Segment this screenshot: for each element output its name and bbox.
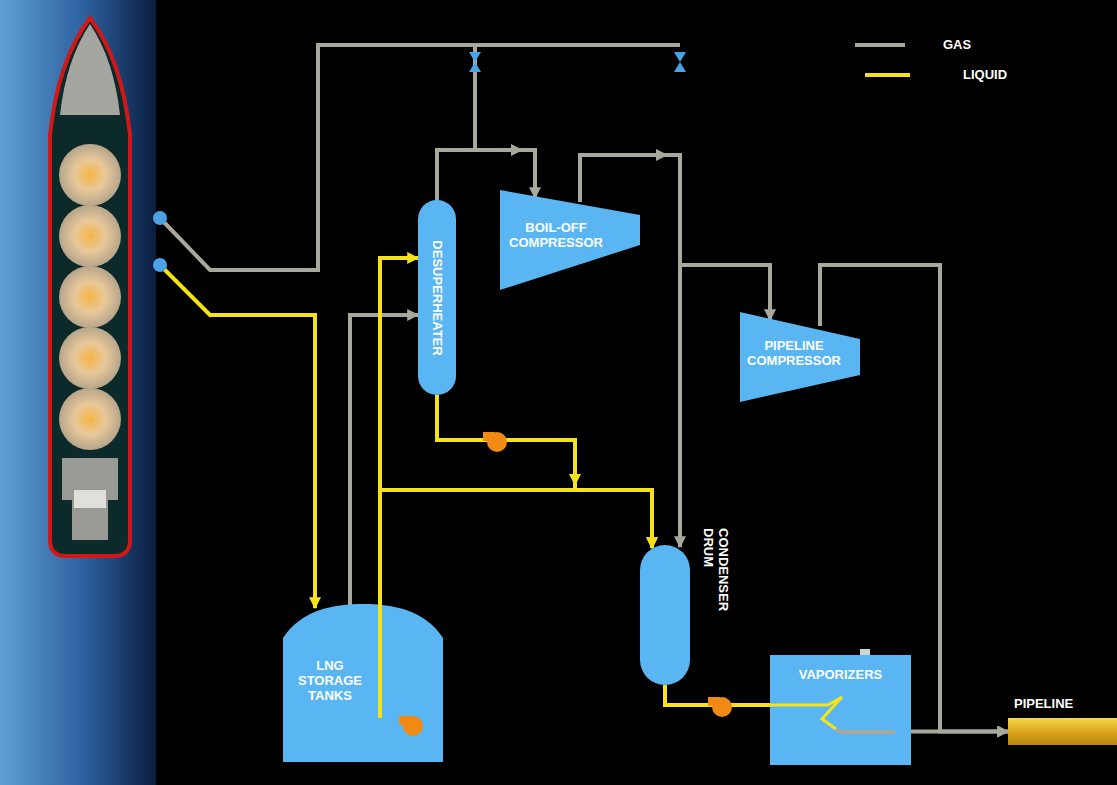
node-label: DESUPERHEATER [430, 240, 445, 355]
pump-casing [708, 697, 720, 706]
liquid-line [437, 395, 652, 548]
node-label: LNG STORAGE TANKS [289, 658, 371, 703]
valve [469, 52, 481, 72]
pump-symbol [483, 432, 507, 452]
ship-stern [62, 458, 118, 540]
coil-gas [836, 729, 895, 732]
ship-lines [160, 45, 680, 608]
valve-symbol [469, 52, 481, 72]
cargo-tank [59, 266, 121, 328]
pump-casing [399, 716, 411, 725]
valve [674, 52, 686, 72]
coil-liquid [770, 697, 842, 729]
desuperheater-vessel: DESUPERHEATER [418, 200, 456, 395]
node-label: CONDENSER DRUM [696, 519, 736, 629]
ship-connection [153, 211, 167, 225]
node-label: PIPELINE COMPRESSOR [744, 338, 844, 368]
node-label-inner: CONDENSER DRUM [701, 528, 731, 620]
pipeline: PIPELINE [1008, 718, 1117, 745]
gas-line [437, 150, 535, 200]
ship-hull [50, 18, 130, 556]
compressor-shape [500, 190, 640, 290]
valve-symbol [674, 52, 686, 72]
legend-label: LIQUID [963, 67, 1007, 82]
lng-ship [50, 18, 130, 556]
compressor: BOIL-OFF COMPRESSOR [500, 190, 640, 290]
ship-bow [60, 24, 120, 115]
cargo-tank [59, 144, 121, 206]
storage-tank: LNG STORAGE TANKS [283, 600, 443, 762]
condenser-drum: CONDENSER DRUM [640, 545, 690, 685]
legend-sample [855, 43, 905, 47]
pumps [483, 432, 732, 717]
liquid-line [380, 490, 652, 601]
sea-band [0, 0, 156, 785]
legend-label: GAS [943, 37, 971, 52]
compressor: PIPELINE COMPRESSOR [740, 312, 860, 402]
tank-pump-riser [378, 600, 382, 718]
node-label: PIPELINE [1014, 696, 1073, 711]
compressor-shape [740, 312, 860, 402]
node-label: VAPORIZERS [770, 667, 911, 682]
liquid-line [665, 685, 770, 705]
ship-bridge [74, 490, 106, 508]
liquid-line [380, 258, 418, 601]
legend-sample [865, 73, 910, 77]
pump-symbol [399, 716, 423, 736]
tank-shape [283, 604, 443, 762]
vent-stub [860, 649, 870, 655]
node-label: BOIL-OFF COMPRESSOR [506, 220, 606, 250]
vaporizer: VAPORIZERS [770, 655, 911, 765]
cargo-tank [59, 388, 121, 450]
pump-casing [483, 432, 495, 441]
pump-symbol [708, 697, 732, 717]
cargo-tank [59, 327, 121, 389]
unloading-line [160, 265, 315, 608]
ship-connection [153, 258, 167, 272]
cargo-tank [59, 205, 121, 267]
gas-line [350, 315, 418, 606]
